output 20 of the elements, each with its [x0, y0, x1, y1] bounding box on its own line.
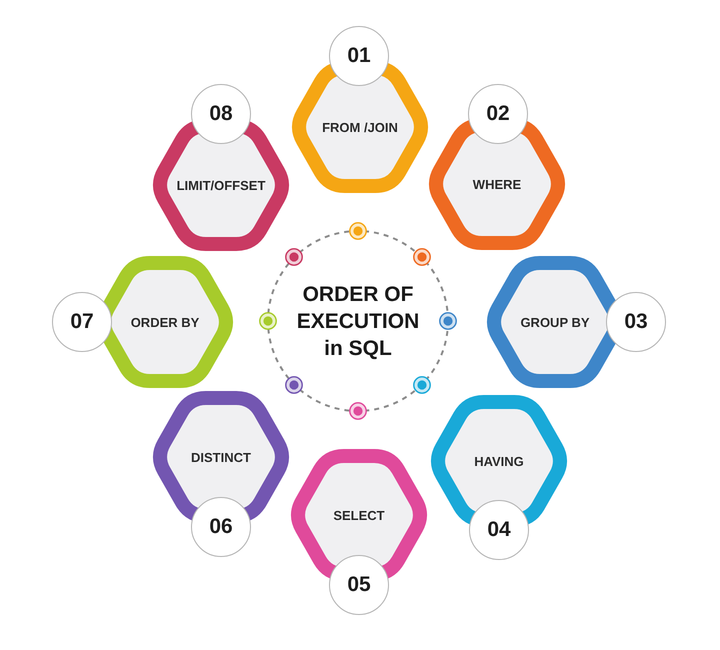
- step-label: SELECT: [333, 508, 385, 522]
- step-number: 05: [347, 573, 371, 597]
- number-circle: [52, 292, 112, 352]
- step-label: LIMIT/OFFSET: [176, 178, 266, 192]
- step-label: DISTINCT: [191, 450, 251, 464]
- step-number: 03: [624, 310, 648, 334]
- center-heading: ORDER OF EXECUTION in SQL: [296, 282, 420, 362]
- step-number: 06: [209, 515, 233, 539]
- step-label: FROM /JOIN: [322, 120, 398, 134]
- step-number: 07: [70, 310, 94, 334]
- step-label: HAVING: [474, 454, 524, 468]
- step-number: 01: [347, 44, 371, 68]
- step-number: 04: [487, 518, 511, 542]
- step-number: 08: [209, 102, 233, 126]
- step-label: ORDER BY: [130, 314, 200, 330]
- step-number: 02: [486, 102, 510, 126]
- number-circle: [606, 292, 666, 352]
- step-label: GROUP BY: [520, 314, 590, 330]
- dashed-circle: [267, 230, 449, 412]
- step-label: WHERE: [472, 176, 522, 192]
